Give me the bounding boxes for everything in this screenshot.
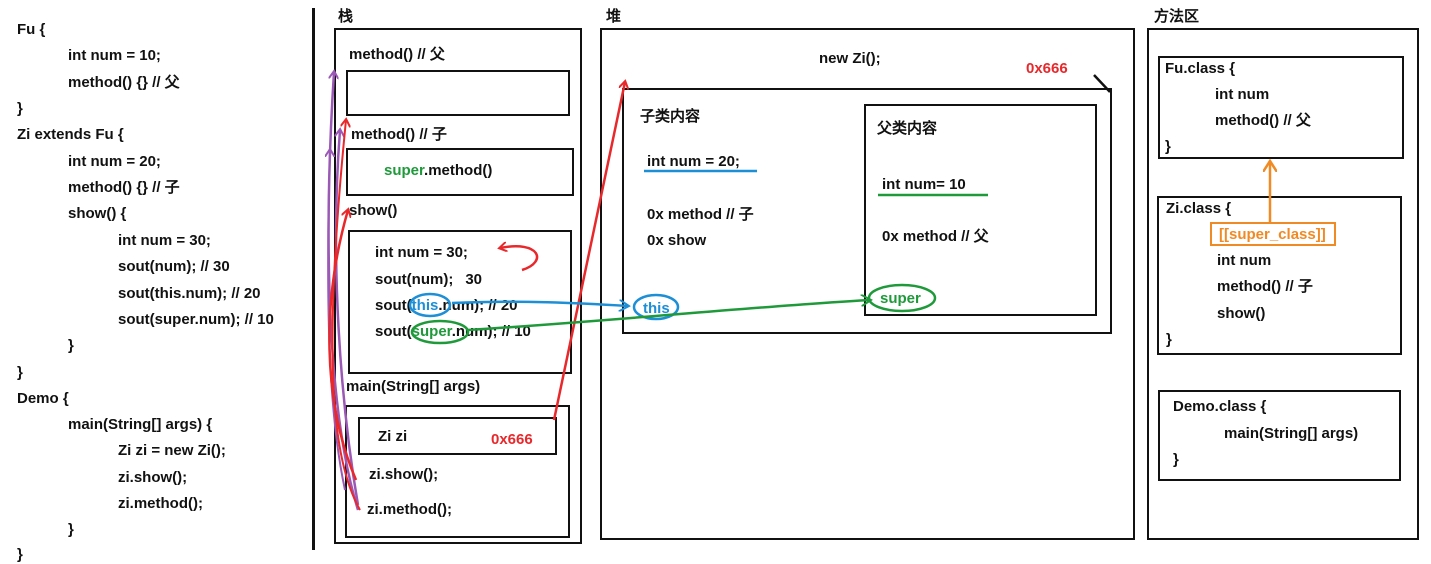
code-line: int num = 30; [118,232,211,249]
code-line: method() {} // 父 [68,74,180,91]
code-line: zi.show(); [118,469,188,486]
demo-class [1158,390,1401,481]
show-line: sout(num); 30 [375,271,482,289]
method-area-title: 方法区 [1154,8,1200,25]
code-line: sout(num); // 30 [118,258,230,275]
code-line: main(String[] args) { [68,416,213,433]
frame-method-zi-body: super.method() [384,162,492,180]
super-class-label: [[super_class]] [1219,226,1326,243]
show-line-code: .num); // 20 [438,297,518,314]
code-line: } [68,337,74,354]
code-line: sout(this.num); // 20 [118,285,261,302]
heap-title: 堆 [606,8,622,25]
show-line-code: sout(num); [375,271,454,288]
class-member: method() // 父 [1215,112,1311,129]
new-object-label: new Zi(); [819,50,881,67]
code-line: sout(super.num); // 10 [118,311,274,328]
class-member: int num [1217,252,1272,269]
this-keyword: this [411,297,439,314]
child-field: int num = 20; [647,153,740,170]
code-line: Zi zi = new Zi(); [118,442,226,459]
class-header: Fu.class { [1165,60,1236,77]
frame-method-fu [346,70,570,116]
this-pointer-label: this [643,300,670,317]
method-call: .method() [424,162,493,179]
code-line: } [17,546,23,563]
frame-main-label: main(String[] args) [346,378,481,395]
super-keyword: super [384,162,425,179]
local-var-label: Zi zi [378,428,408,445]
parent-method: 0x method // 父 [882,228,989,245]
class-member: method() // 子 [1217,278,1313,295]
child-content-title: 子类内容 [640,108,701,125]
fu-class [1158,56,1404,159]
parent-content-title: 父类内容 [877,120,938,137]
child-show: 0x show [647,232,707,249]
parent-field: int num= 10 [882,176,966,193]
show-line-value: 30 [465,271,482,288]
class-close: } [1165,138,1171,155]
frame-method-fu-label: method() // 父 [349,46,445,63]
stack-title: 栈 [338,8,354,25]
class-close: } [1173,451,1179,468]
code-line: int num = 20; [68,153,161,170]
code-line: method() {} // 子 [68,179,180,196]
code-line: Zi extends Fu { [17,126,124,143]
class-member: int num [1215,86,1270,103]
zi-class [1157,196,1402,355]
show-line-code: sout( [375,323,412,340]
class-member: show() [1217,305,1266,322]
code-line: } [17,364,23,381]
show-line: sout(super.num); // 10 [375,323,531,341]
code-line: } [68,521,74,538]
code-line: } [17,100,23,117]
class-member: main(String[] args) [1224,425,1359,442]
object-address: 0x666 [1026,60,1068,77]
show-line: int num = 30; [375,244,468,261]
code-line: Demo { [17,390,69,407]
code-line: show() { [68,205,127,222]
class-header: Demo.class { [1173,398,1267,415]
code-line: Fu { [17,21,46,38]
super-class-box [1210,222,1336,246]
divider [312,8,315,550]
super-keyword: super [411,323,452,340]
main-call: zi.method(); [367,501,452,518]
child-method: 0x method // 子 [647,206,754,223]
frame-method-zi-label: method() // 子 [351,126,447,143]
fu-subobject [864,104,1097,316]
show-line: sout(this.num); // 20 [375,297,518,315]
local-var-address: 0x666 [491,431,533,448]
code-line: zi.method(); [118,495,203,512]
main-call: zi.show(); [369,466,439,483]
code-line: int num = 10; [68,47,161,64]
class-header: Zi.class { [1166,200,1232,217]
method-area [1147,28,1419,540]
show-line-code: .num); // 10 [451,323,531,340]
super-pointer-label: super [880,290,921,307]
frame-show-label: show() [349,202,398,219]
show-line-code: sout( [375,297,412,314]
class-close: } [1166,331,1172,348]
